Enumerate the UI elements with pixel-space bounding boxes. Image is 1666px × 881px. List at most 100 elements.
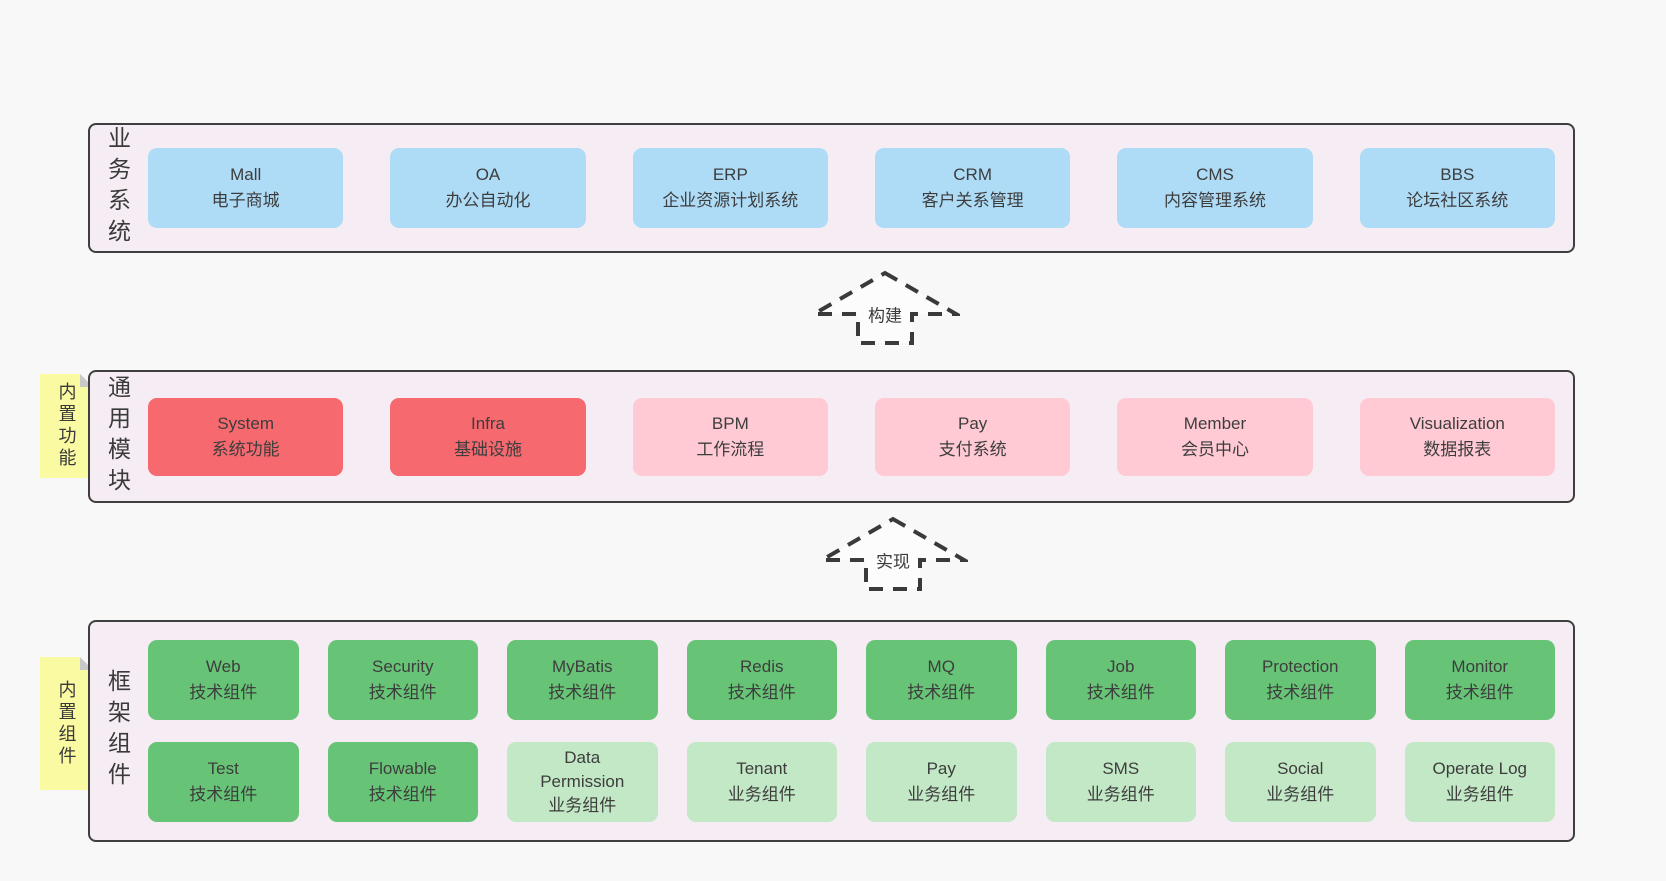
framework-components-section: 框架组件 Web 技术组件 Security 技术组件 MyBatis 技术组件… — [88, 620, 1575, 842]
box-title: Test — [207, 759, 239, 778]
box-title: Security — [372, 657, 434, 676]
box-bpm: BPM 工作流程 — [632, 397, 828, 476]
box-oa: OA 办公自动化 — [390, 148, 586, 228]
box-pay: Pay 支付系统 — [874, 397, 1071, 476]
box-test: Test 技术组件 — [148, 742, 299, 822]
box-subtitle: 技术组件 — [727, 683, 796, 702]
box-subtitle: 业务组件 — [1086, 785, 1155, 804]
box-subtitle: 企业资源计划系统 — [662, 191, 799, 210]
box-subtitle: 业务组件 — [548, 796, 617, 815]
box-subtitle: 业务组件 — [727, 785, 796, 804]
box-subtitle: 技术组件 — [368, 785, 437, 804]
box-title: CRM — [953, 165, 992, 184]
box-title: Mall — [230, 165, 262, 184]
box-title: BBS — [1440, 165, 1475, 184]
box-subtitle: 论坛社区系统 — [1406, 191, 1509, 210]
box-subtitle: 支付系统 — [938, 439, 1007, 459]
box-title: Redis — [740, 657, 784, 676]
box-subtitle: 技术组件 — [368, 683, 437, 702]
box-subtitle: 技术组件 — [548, 683, 617, 702]
common-modules-label: 通用模块 — [104, 374, 131, 499]
box-pay: Pay 业务组件 — [866, 742, 1017, 822]
box-title: OA — [475, 165, 501, 184]
components-row-1: Web 技术组件 Security 技术组件 MyBatis 技术组件 Redi… — [148, 640, 1555, 720]
box-subtitle: 业务组件 — [1266, 785, 1335, 804]
box-title: SMS — [1102, 759, 1140, 778]
box-title: Social — [1277, 759, 1324, 778]
box-subtitle: 内容管理系统 — [1163, 191, 1266, 210]
box-title: Visualization — [1409, 413, 1505, 433]
box-subtitle: 基础设施 — [453, 439, 522, 459]
box-flowable: Flowable 技术组件 — [327, 742, 478, 822]
build-arrow-label: 构建 — [862, 298, 908, 330]
common-modules-boxes: System 系统功能 Infra 基础设施 BPM 工作流程 Pay 支付系统… — [148, 397, 1555, 476]
box-title: Web — [205, 657, 241, 676]
box-sms: SMS 业务组件 — [1045, 742, 1196, 822]
box-mybatis: MyBatis 技术组件 — [507, 640, 658, 720]
builtin-features-note-text: 内置功能 — [56, 382, 77, 470]
box-subtitle: 技术组件 — [189, 683, 258, 702]
box-mq: MQ 技术组件 — [866, 640, 1017, 720]
builtin-components-note-text: 内置组件 — [56, 679, 77, 768]
box-operate-log: Operate Log 业务组件 — [1404, 742, 1555, 822]
box-title: Protection — [1261, 657, 1339, 676]
business-systems-section: 业务系统 Mall 电子商城 OA 办公自动化 ERP 企业资源计划系统 CRM… — [88, 123, 1575, 253]
components-row-2: Test 技术组件 Flowable 技术组件 Data Permission … — [148, 742, 1555, 822]
box-protection: Protection 技术组件 — [1225, 640, 1376, 720]
box-job: Job 技术组件 — [1045, 640, 1196, 720]
box-subtitle: 技术组件 — [1445, 683, 1514, 702]
box-title: CMS — [1196, 165, 1234, 184]
box-cms: CMS 内容管理系统 — [1117, 148, 1313, 228]
implement-arrow-label: 实现 — [870, 544, 916, 576]
box-title: Pay — [958, 413, 988, 433]
box-title: Job — [1107, 657, 1135, 676]
box-subtitle: 客户关系管理 — [921, 191, 1024, 210]
box-title: Infra — [470, 413, 505, 433]
box-member: Member 会员中心 — [1117, 397, 1313, 476]
box-subtitle: 技术组件 — [1086, 683, 1155, 702]
box-bbs: BBS 论坛社区系统 — [1359, 148, 1555, 228]
builtin-components-note: 内置组件 — [40, 657, 93, 790]
box-subtitle: 技术组件 — [189, 785, 258, 804]
business-systems-label: 业务系统 — [104, 126, 131, 250]
box-subtitle: 业务组件 — [1445, 785, 1514, 804]
box-title: ERP — [712, 165, 748, 184]
box-title: Flowable — [368, 759, 437, 778]
box-subtitle: 数据报表 — [1423, 439, 1492, 459]
box-subtitle: 技术组件 — [907, 683, 976, 702]
box-social: Social 业务组件 — [1225, 742, 1376, 822]
box-subtitle: 会员中心 — [1180, 439, 1249, 459]
box-title: Data Permission — [540, 748, 625, 791]
box-subtitle: 业务组件 — [907, 785, 976, 804]
box-title: Member — [1183, 413, 1247, 433]
box-mall: Mall 电子商城 — [148, 148, 344, 228]
box-monitor: Monitor 技术组件 — [1404, 640, 1555, 720]
box-title: Monitor — [1451, 657, 1509, 676]
box-system: System 系统功能 — [148, 397, 344, 476]
box-subtitle: 办公自动化 — [445, 191, 531, 210]
builtin-features-note: 内置功能 — [40, 374, 93, 478]
box-subtitle: 技术组件 — [1266, 683, 1335, 702]
framework-components-rows: Web 技术组件 Security 技术组件 MyBatis 技术组件 Redi… — [148, 640, 1555, 822]
build-arrow: 构建 — [810, 270, 960, 346]
box-title: BPM — [711, 413, 749, 433]
box-infra: Infra 基础设施 — [390, 397, 586, 476]
box-tenant: Tenant 业务组件 — [686, 742, 837, 822]
box-title: MQ — [927, 657, 955, 676]
box-redis: Redis 技术组件 — [686, 640, 837, 720]
box-title: Tenant — [736, 759, 788, 778]
box-data-permission: Data Permission 业务组件 — [507, 742, 658, 822]
implement-arrow: 实现 — [818, 516, 968, 592]
box-subtitle: 电子商城 — [211, 191, 280, 210]
box-subtitle: 工作流程 — [696, 439, 765, 459]
box-title: Operate Log — [1432, 759, 1527, 778]
box-subtitle: 系统功能 — [211, 439, 280, 459]
box-crm: CRM 客户关系管理 — [874, 148, 1071, 228]
box-visualization: Visualization 数据报表 — [1359, 397, 1555, 476]
box-erp: ERP 企业资源计划系统 — [632, 148, 828, 228]
box-title: MyBatis — [552, 657, 613, 676]
common-modules-section: 通用模块 System 系统功能 Infra 基础设施 BPM 工作流程 Pay… — [88, 370, 1575, 503]
box-web: Web 技术组件 — [148, 640, 299, 720]
box-security: Security 技术组件 — [327, 640, 478, 720]
